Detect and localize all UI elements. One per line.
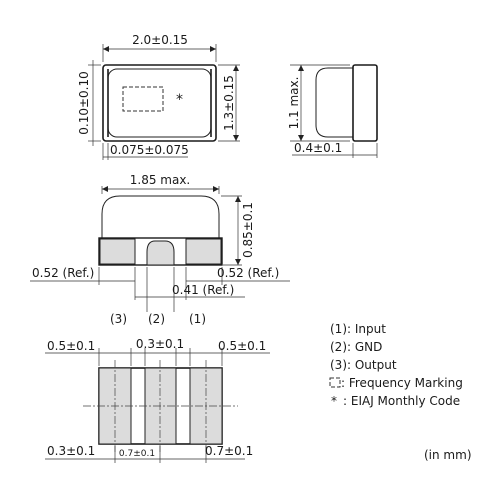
- front-view-length-label: 1.85 max.: [130, 173, 191, 187]
- front-view-height-label: 0.85±0.1: [241, 202, 255, 258]
- side-view-height-label: 1.1 max.: [287, 77, 301, 130]
- top-view-gap-label: 0.10±0.10: [77, 71, 91, 135]
- pin-label-2: (2): [148, 312, 165, 326]
- side-view: 1.1 max. 0.4±0.1: [287, 64, 378, 158]
- monthly-code-marker: *: [176, 92, 183, 108]
- frequency-marking-area: [122, 86, 164, 112]
- bottom-view-bottom-center-label: 0.7±0.1: [119, 449, 155, 459]
- unit-note: (in mm): [424, 448, 472, 462]
- front-view: 1.85 max. 0.85±0.1 0.52 (Ref.) 0.52 (Ref…: [30, 173, 290, 326]
- top-view-width-label: 1.3±0.15: [222, 75, 236, 131]
- bottom-view-top-center-label: 0.3±0.1: [136, 337, 184, 351]
- pin-label-3: (3): [110, 312, 127, 326]
- front-view-ref-center-label: 0.41 (Ref.): [172, 283, 234, 297]
- bottom-view: 0.5±0.1 0.3±0.1 0.5±0.1 0.3±0.1 0.7±0.1 …: [45, 337, 270, 463]
- side-view-body: [315, 67, 354, 138]
- frequency-marking-legend-icon: [329, 377, 341, 388]
- bottom-view-bottom-left-label: 0.3±0.1: [47, 444, 95, 458]
- legend-item-input: (1): Input: [330, 322, 386, 336]
- legend: (1): Input (2): GND (3): Output : Freque…: [329, 322, 463, 408]
- front-view-pad-right: [185, 238, 222, 265]
- legend-item-gnd: (2): GND: [330, 340, 382, 354]
- pin-label-1: (1): [189, 312, 206, 326]
- side-view-terminal: [352, 64, 378, 142]
- legend-item-frequency-marking: : Frequency Marking: [341, 376, 463, 390]
- legend-item-output: (3): Output: [330, 358, 397, 372]
- side-view-terminal-label: 0.4±0.1: [294, 141, 342, 155]
- top-view-length-label: 2.0±0.15: [132, 33, 188, 47]
- front-view-pad-left: [99, 238, 136, 265]
- front-view-ref-right-label: 0.52 (Ref.): [217, 266, 279, 280]
- front-view-ref-left-label: 0.52 (Ref.): [32, 266, 94, 280]
- front-view-center-pad: [146, 240, 175, 266]
- legend-item-monthly-code: : EIAJ Monthly Code: [343, 394, 460, 408]
- bottom-view-top-right-label: 0.5±0.1: [218, 339, 266, 353]
- front-view-lid: [101, 195, 220, 238]
- legend-asterisk: *: [331, 394, 337, 408]
- bottom-view-top-left-label: 0.5±0.1: [47, 339, 95, 353]
- bottom-view-bottom-right-label: 0.7±0.1: [205, 444, 253, 458]
- top-view: * 2.0±0.15 1.3±0.15 0.10±0.10 0.075±0.07…: [77, 33, 240, 160]
- top-view-edge-label: 0.075±0.075: [110, 143, 189, 157]
- top-view-outer-outline: [102, 64, 217, 142]
